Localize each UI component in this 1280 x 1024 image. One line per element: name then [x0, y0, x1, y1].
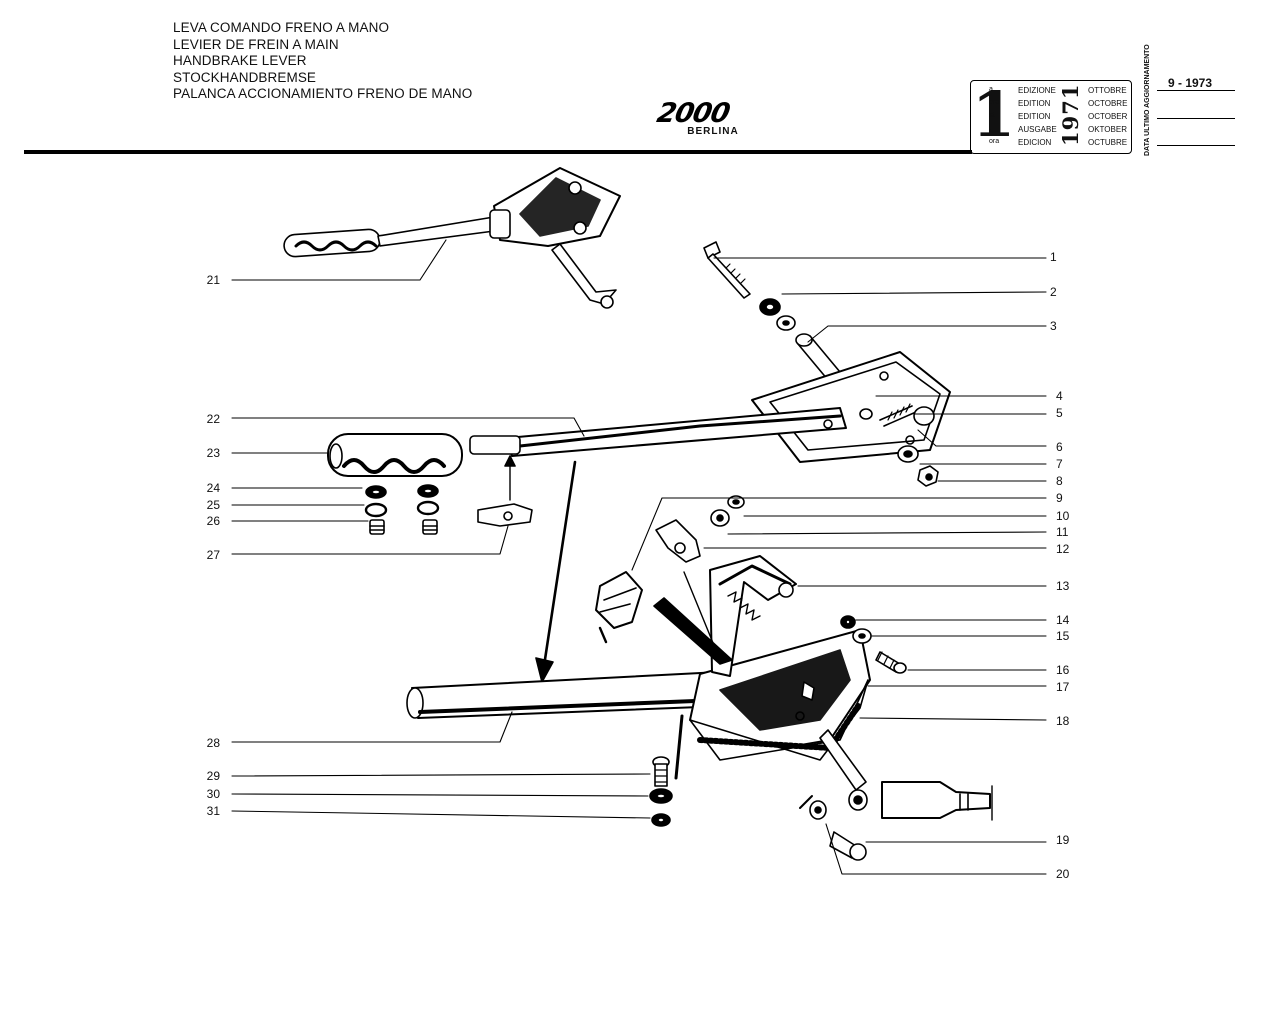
- lower-assembly-drawing: [406, 555, 871, 780]
- part-number: 31: [206, 804, 220, 818]
- part-number: 9: [1056, 491, 1063, 505]
- part-number: 20: [1056, 867, 1070, 881]
- title-english: HANDBRAKE LEVER: [173, 53, 307, 69]
- edition-box: [970, 80, 1132, 154]
- title-spanish: PALANCA ACCIONAMIENTO FRENO DE MANO: [173, 86, 473, 102]
- edition-number: 1: [972, 78, 1016, 151]
- part-number: 7: [1056, 457, 1063, 471]
- part-number: 11: [1056, 525, 1069, 539]
- part-number: 17: [1056, 680, 1070, 694]
- model-subtitle: BERLINA: [687, 126, 739, 137]
- part-number: 19: [1056, 833, 1070, 847]
- part-number: 10: [1056, 509, 1070, 523]
- part-number: 4: [1056, 389, 1063, 403]
- update-line: [1157, 145, 1235, 146]
- edition-label: EDITION: [1018, 99, 1051, 108]
- part-number: 13: [1056, 579, 1070, 593]
- edition-label: EDICION: [1018, 138, 1052, 147]
- part-number: 3: [1050, 319, 1057, 333]
- model-logo: 2000 BERLINA: [628, 98, 758, 137]
- title-french: LEVIER DE FREIN A MAIN: [173, 36, 339, 52]
- edition-month: OTTOBRE: [1088, 86, 1127, 95]
- part-number: 18: [1056, 714, 1070, 728]
- clevis-parts-drawing: [799, 729, 993, 861]
- edition-label: EDITION: [1018, 112, 1051, 121]
- edition-ordinal: .: [989, 125, 991, 132]
- title-italian: LEVA COMANDO FRENO A MANO: [173, 20, 390, 35]
- title-german: STOCKHANDBREMSE: [173, 69, 317, 85]
- part-number: 14: [1056, 613, 1070, 627]
- part-number: 6: [1056, 440, 1063, 454]
- update-date: 9 - 1973: [1168, 76, 1213, 90]
- edition-month: OCTOBER: [1088, 112, 1128, 121]
- part-number: 22: [206, 412, 220, 426]
- assembly-arrow: [535, 460, 577, 683]
- part-number: 2: [1050, 285, 1057, 299]
- part-number: 26: [206, 514, 220, 528]
- part-number: 1: [1050, 250, 1057, 264]
- bracket-lever-drawing: [469, 351, 951, 487]
- update-line: [1157, 118, 1235, 119]
- part-number: 21: [206, 273, 220, 287]
- edition-label: EDIZIONE: [1018, 86, 1056, 95]
- edition-month: OCTOBRE: [1088, 99, 1128, 108]
- edition-ordinal: a: [989, 86, 993, 93]
- part-number: 16: [1056, 663, 1070, 677]
- leader-lines-right: [631, 257, 1047, 875]
- edition-ordinal: st: [989, 112, 995, 119]
- part-number: 29: [206, 769, 220, 783]
- part-number: 25: [206, 498, 220, 512]
- title-block: LEVA COMANDO FRENO A MANO LEVIER DE FREI…: [173, 20, 472, 103]
- assembled-lever-drawing: [283, 167, 621, 309]
- part-number: 24: [206, 481, 220, 495]
- part-number: 28: [206, 736, 220, 750]
- edition-month: OKTOBER: [1088, 125, 1127, 134]
- upper-pivot-parts-drawing: [703, 241, 841, 381]
- leader-lines-left: [231, 239, 651, 819]
- part-number: 12: [1056, 542, 1070, 556]
- edition-ordinal: ere: [989, 99, 1000, 106]
- part-number: 15: [1056, 629, 1070, 643]
- part-number: 5: [1056, 406, 1063, 420]
- part-number: 30: [206, 787, 220, 801]
- edition-label: AUSGABE: [1018, 125, 1057, 134]
- pawl-and-fasteners-drawing: [595, 495, 907, 674]
- lower-bolt-parts-drawing: [649, 756, 673, 827]
- part-number: 8: [1056, 474, 1063, 488]
- header-rule: [24, 150, 972, 154]
- part-number: 27: [206, 548, 220, 562]
- edition-ordinal: ora: [989, 138, 1000, 145]
- edition-month: OCTUBRE: [1088, 138, 1128, 147]
- grip-and-screws-drawing: [327, 433, 533, 535]
- part-number: 23: [206, 446, 220, 460]
- update-line: [1157, 90, 1235, 91]
